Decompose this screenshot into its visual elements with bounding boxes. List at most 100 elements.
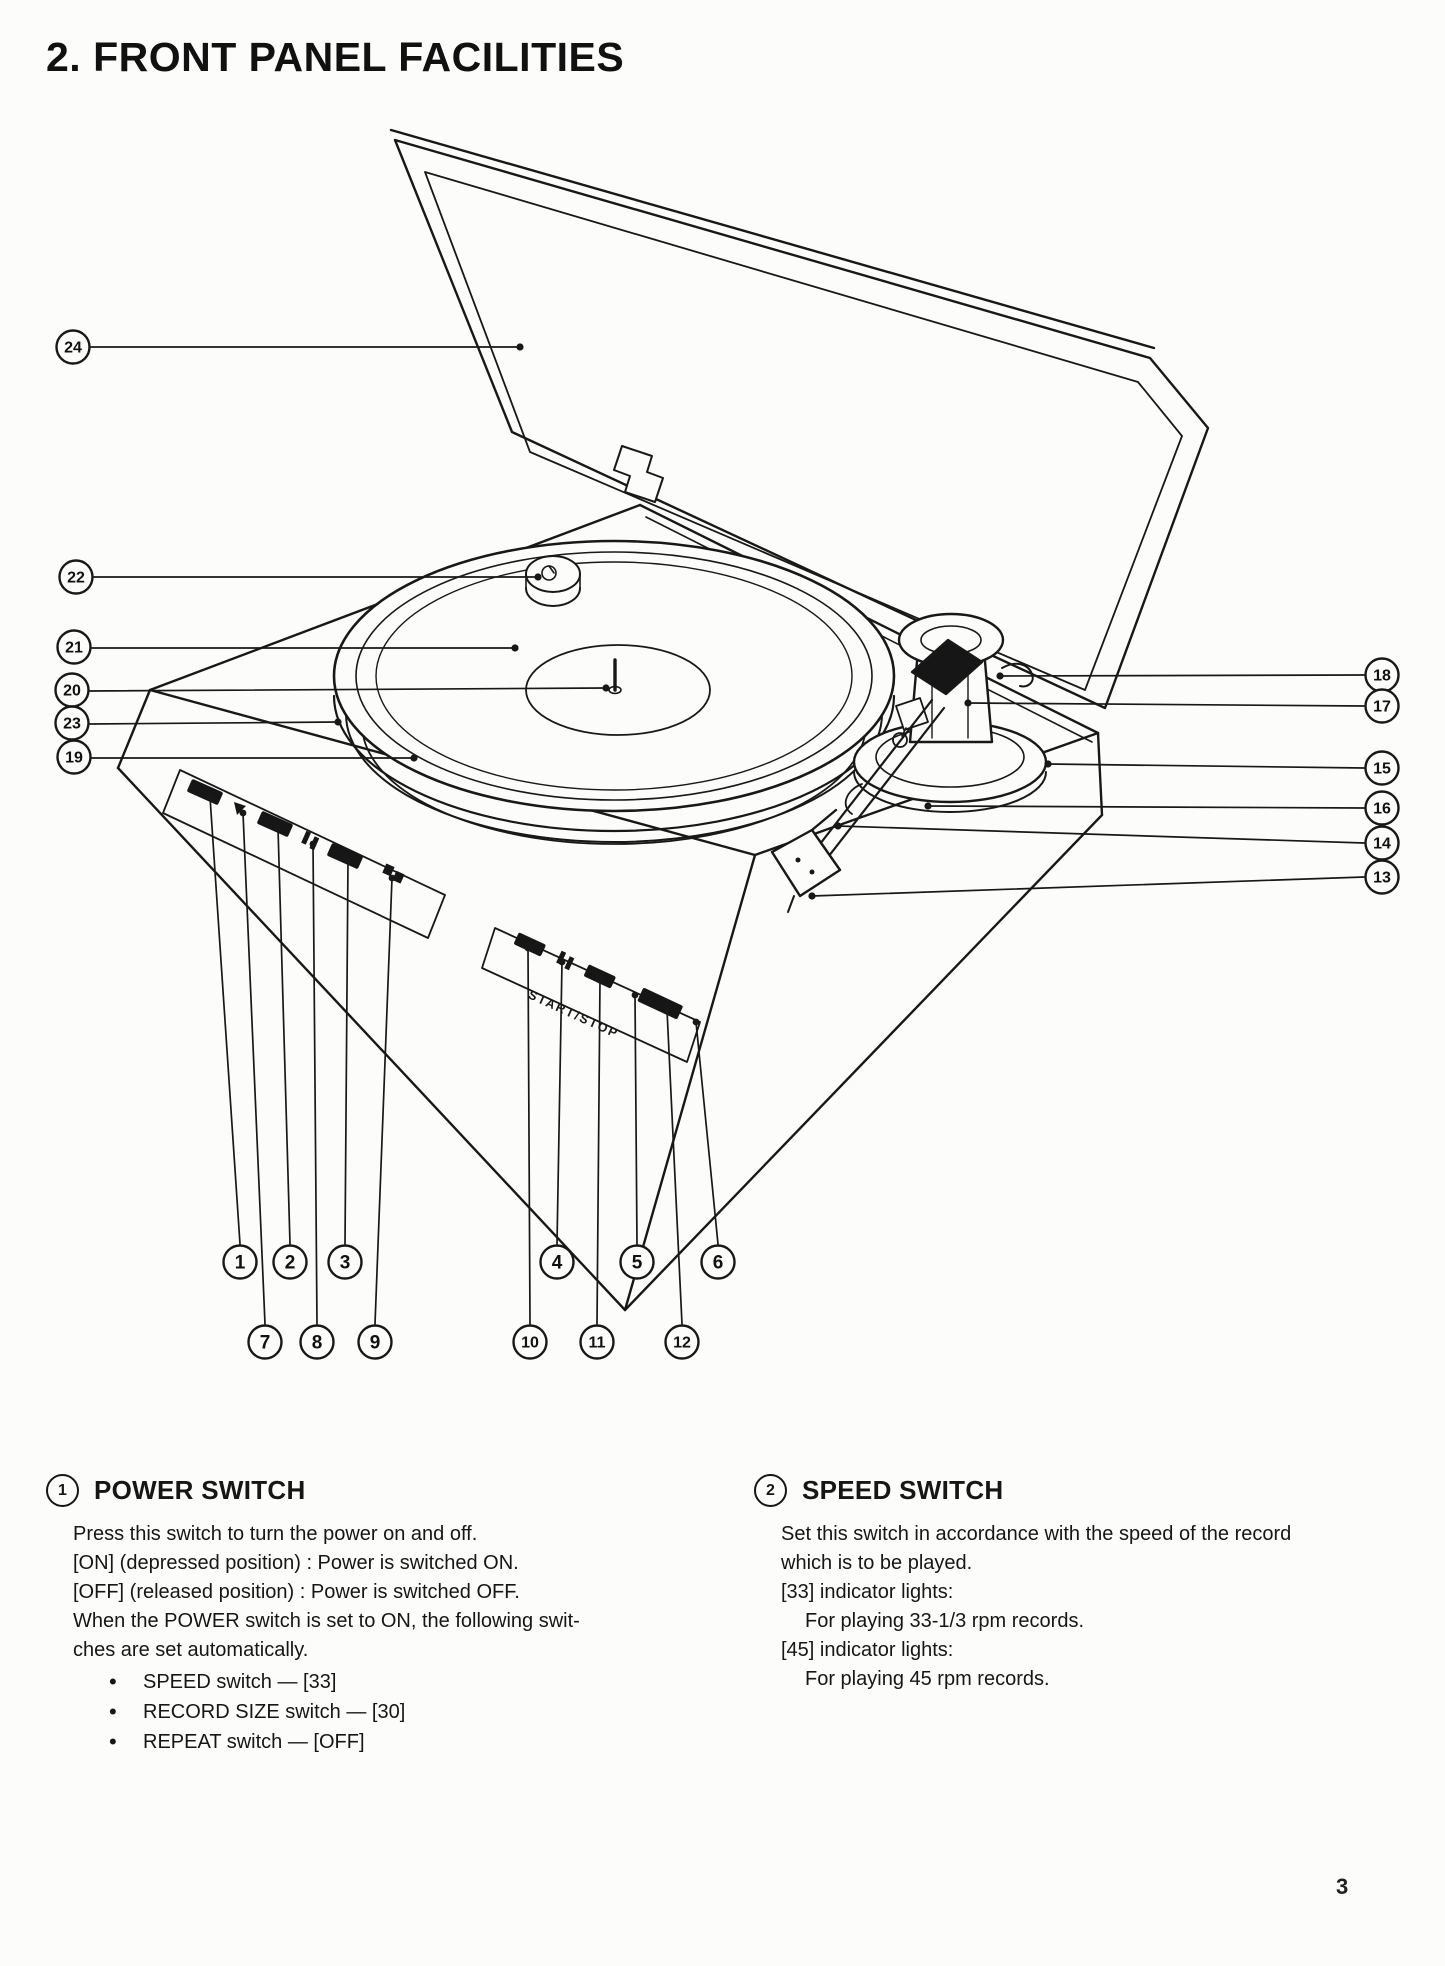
- svg-text:18: 18: [1373, 668, 1391, 685]
- size-button: [327, 843, 363, 869]
- body-line: For playing 33-1/3 rpm records.: [805, 1610, 1085, 1632]
- svg-text:19: 19: [65, 750, 83, 767]
- svg-text:6: 6: [713, 1253, 724, 1274]
- bullet-item: REPEAT switch — [OFF]: [107, 1727, 706, 1757]
- platter-label: [525, 644, 711, 736]
- body-line: When the POWER switch is set to ON, the …: [73, 1610, 580, 1632]
- callout-20: 20: [54, 672, 90, 708]
- arm-tube: [804, 698, 946, 872]
- callout-5: 5: [619, 1244, 655, 1280]
- arm-rest: [1001, 662, 1034, 688]
- callout-6: 6: [700, 1244, 736, 1280]
- svg-text:10: 10: [521, 1335, 539, 1352]
- speed-button: [257, 811, 293, 837]
- pause-icon-2: [556, 950, 567, 965]
- body-line: which is to be played.: [781, 1552, 973, 1574]
- lid-hinge-latch: [613, 445, 664, 503]
- auto-set-list: SPEED switch — [33] RECORD SIZE switch —…: [73, 1667, 706, 1757]
- section-number-badge: 2: [754, 1474, 787, 1507]
- callout-24: 24: [55, 329, 91, 365]
- callout-16: 16: [1364, 790, 1400, 826]
- body-line: [45] indicator lights:: [781, 1639, 954, 1661]
- callout-7: 7: [247, 1324, 283, 1360]
- section-heading: 2 SPEED SWITCH: [754, 1474, 1414, 1507]
- svg-text:7: 7: [260, 1333, 271, 1354]
- callout-12: 12: [664, 1324, 700, 1360]
- callout-22: 22: [58, 559, 94, 595]
- repeat-button: [382, 863, 395, 877]
- svg-text:9: 9: [370, 1333, 381, 1354]
- start-stop-label: START/STOP: [526, 988, 621, 1041]
- callout-2: 2: [272, 1244, 308, 1280]
- tonearm: [770, 612, 1048, 913]
- callout-14: 14: [1364, 825, 1400, 861]
- svg-text:1: 1: [235, 1253, 246, 1274]
- repeat-button-2: [584, 964, 616, 989]
- callout-8: 8: [299, 1324, 335, 1360]
- leader-lines: [89, 343, 1365, 1325]
- callout-17: 17: [1364, 688, 1400, 724]
- section-number-badge: 1: [46, 1474, 79, 1507]
- svg-text:5: 5: [632, 1253, 643, 1274]
- start-stop-button: [637, 988, 683, 1019]
- section-title: SPEED SWITCH: [802, 1475, 1004, 1505]
- stylus: [787, 895, 795, 913]
- dust-cover: [389, 128, 1210, 710]
- section-power-switch: 1 POWER SWITCH Press this switch to turn…: [46, 1474, 706, 1757]
- callout-18: 18: [1364, 657, 1400, 693]
- record-size-button: [514, 932, 546, 957]
- body-line: Set this switch in accordance with the s…: [781, 1523, 1292, 1545]
- page-number: 3: [1336, 1874, 1350, 1899]
- control-strip-lower: START/STOP: [481, 927, 701, 1063]
- body-line: ches are set automatically.: [73, 1639, 309, 1661]
- body-line: For playing 45 rpm records.: [805, 1668, 1050, 1690]
- platter-mat: [355, 551, 873, 801]
- callout-4: 4: [539, 1244, 575, 1280]
- section-title: POWER SWITCH: [94, 1475, 306, 1505]
- bullet-item: SPEED switch — [33]: [107, 1667, 706, 1697]
- callout-23: 23: [54, 705, 90, 741]
- callout-1: 1: [222, 1244, 258, 1280]
- body-line: Press this switch to turn the power on a…: [73, 1523, 478, 1545]
- svg-text:4: 4: [552, 1253, 563, 1274]
- cue-lever: [895, 697, 929, 731]
- callout-11: 11: [579, 1324, 615, 1360]
- control-strip-upper: [162, 769, 446, 939]
- body-line: [ON] (depressed position) : Power is swi…: [73, 1552, 519, 1574]
- svg-text:11: 11: [589, 1335, 606, 1352]
- svg-text:3: 3: [340, 1253, 351, 1274]
- svg-text:24: 24: [64, 340, 82, 357]
- body-line: [OFF] (released position) : Power is swi…: [73, 1581, 520, 1603]
- svg-text:23: 23: [63, 716, 81, 733]
- callouts: 24 22 21 20 23 19 18 17 15 16 14 13 1 2 …: [54, 329, 1400, 1360]
- counterweight: [910, 638, 984, 696]
- section-heading: 1 POWER SWITCH: [46, 1474, 706, 1507]
- callout-3: 3: [327, 1244, 363, 1280]
- svg-text:22: 22: [67, 570, 85, 587]
- svg-text:13: 13: [1373, 870, 1391, 887]
- svg-text:16: 16: [1373, 801, 1391, 818]
- callout-9: 9: [357, 1324, 393, 1360]
- page-title: 2. FRONT PANEL FACILITIES: [46, 34, 625, 80]
- pause-icon: [301, 830, 312, 845]
- callout-13: 13: [1364, 859, 1400, 895]
- callout-10: 10: [512, 1324, 548, 1360]
- svg-text:12: 12: [673, 1335, 691, 1352]
- callout-21: 21: [56, 629, 92, 665]
- platter: [332, 539, 896, 845]
- svg-text:17: 17: [1373, 699, 1391, 716]
- body-line: [33] indicator lights:: [781, 1581, 954, 1603]
- svg-text:21: 21: [65, 640, 83, 657]
- svg-text:20: 20: [63, 683, 81, 700]
- cut-icon: [234, 802, 246, 815]
- svg-text:14: 14: [1373, 836, 1391, 853]
- svg-text:15: 15: [1373, 761, 1391, 778]
- bullet-item: RECORD SIZE switch — [30]: [107, 1697, 706, 1727]
- turntable-diagram: START/STOP: [54, 128, 1400, 1360]
- finger-lift: [810, 808, 838, 832]
- callout-15: 15: [1364, 750, 1400, 786]
- callout-19: 19: [56, 739, 92, 775]
- svg-text:2: 2: [285, 1253, 296, 1274]
- svg-text:8: 8: [312, 1333, 323, 1354]
